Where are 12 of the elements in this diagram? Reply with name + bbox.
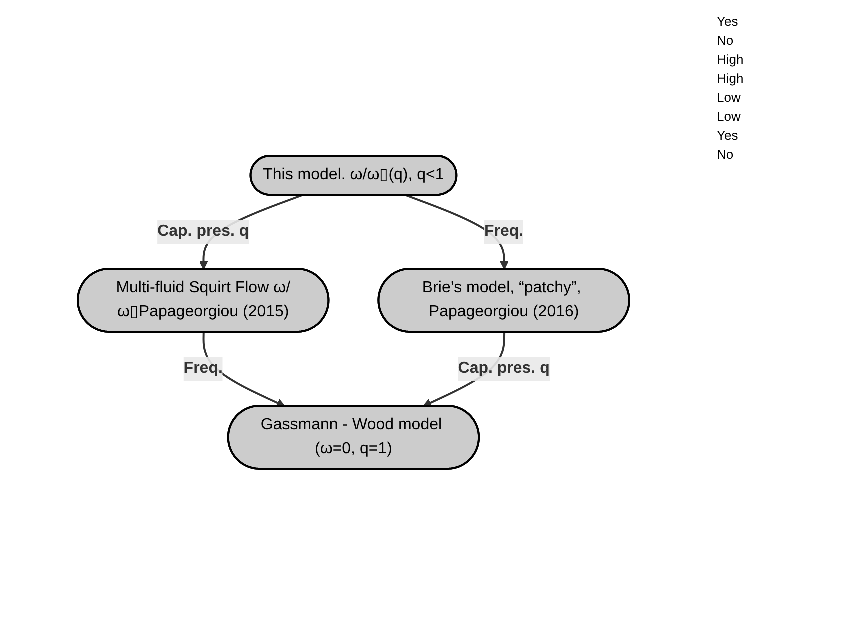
note-label: Low xyxy=(717,109,742,124)
edge-label: Freq. xyxy=(484,222,524,240)
note-label: No xyxy=(717,33,735,48)
note-label: No xyxy=(717,147,735,162)
edge-label: Cap. pres. q xyxy=(458,359,550,376)
note-label: High xyxy=(717,71,745,86)
note-label: High xyxy=(717,52,745,67)
edge-label: Freq. xyxy=(184,359,223,376)
note-label: Yes xyxy=(717,128,740,143)
note-label: Low xyxy=(717,90,742,105)
edge-label: Cap. pres. q xyxy=(157,222,249,240)
note-label: Yes xyxy=(717,14,740,29)
